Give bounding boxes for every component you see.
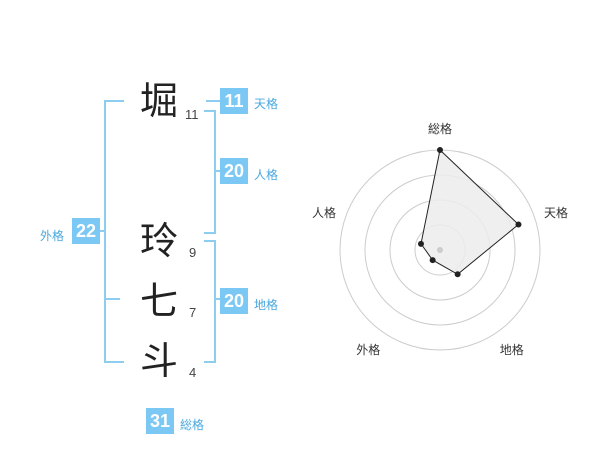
radar-point-2: [515, 221, 522, 228]
jinkaku-badge: 20: [220, 158, 248, 184]
stroke-count-3: 7: [189, 305, 197, 320]
gaikaku-badge: 22: [72, 218, 100, 244]
jinkaku-bracket: [204, 110, 216, 234]
chikaku-connector: [215, 298, 220, 300]
gaikaku-bracket: [104, 100, 124, 363]
soukaku-badge: 31: [146, 408, 174, 434]
radar-label-4: 外格: [356, 342, 381, 357]
tenkaku-label: 天格: [254, 97, 279, 111]
radar-point-1: [437, 147, 443, 153]
name-char-3: 七: [140, 279, 179, 323]
tenkaku-connector: [206, 100, 220, 102]
chikaku-label: 地格: [254, 298, 279, 312]
radar-center: [437, 247, 443, 253]
radar-point-4: [429, 257, 436, 264]
chikaku-badge: 20: [220, 288, 248, 314]
name-char-4: 斗: [140, 339, 179, 383]
tenkaku-badge: 11: [220, 88, 248, 114]
stroke-count-1: 11: [185, 107, 199, 122]
stroke-count-4: 4: [189, 365, 197, 380]
jinkaku-connector: [215, 170, 220, 172]
jinkaku-label: 人格: [254, 168, 279, 182]
gaikaku-split-tick: [104, 298, 120, 300]
chikaku-bracket: [204, 240, 216, 363]
name-char-1: 堀: [140, 79, 179, 123]
soukaku-label: 総格: [180, 418, 205, 432]
name-char-2: 玲: [140, 219, 179, 263]
gaikaku-label: 外格: [40, 229, 65, 243]
radar-point-5: [417, 240, 424, 247]
radar-label-1: 総格: [428, 122, 453, 136]
radar-area: [420, 149, 520, 275]
stroke-count-2: 9: [189, 245, 197, 260]
radar-label-5: 人格: [311, 206, 336, 221]
radar-point-3: [454, 271, 461, 278]
radar-label-3: 地格: [499, 342, 524, 357]
radar-label-2: 天格: [544, 206, 569, 221]
